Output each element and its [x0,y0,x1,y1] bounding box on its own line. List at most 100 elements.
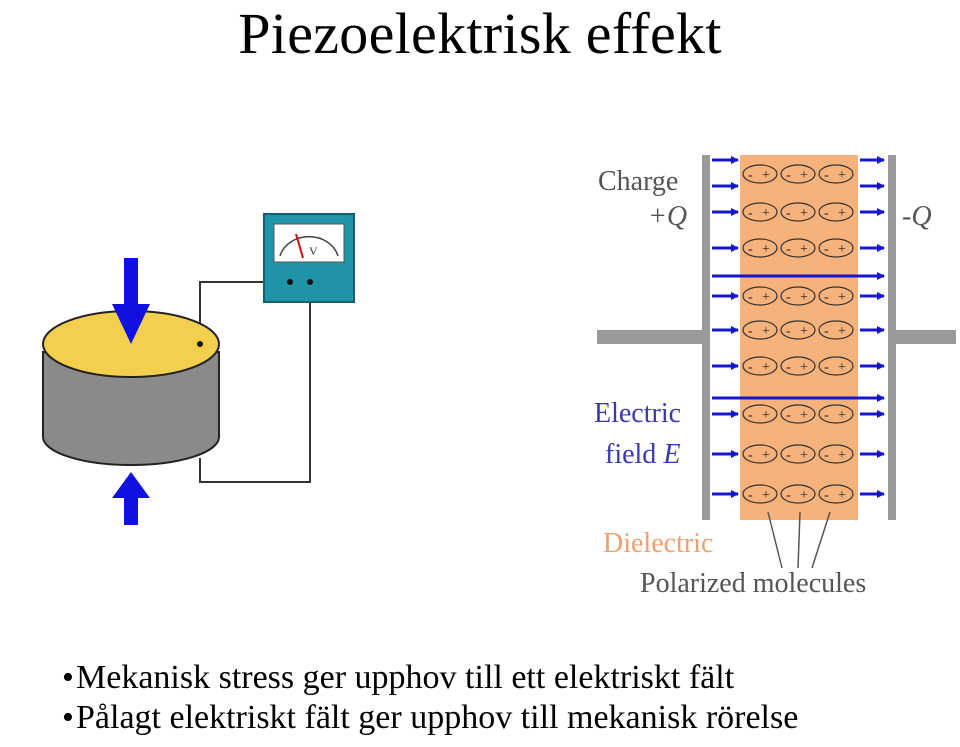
molecule: -+ [780,356,816,376]
polarized-molecules-label: Polarized molecules [640,568,866,599]
molecule-minus: - [748,360,753,375]
bullet-list: •Mekanisk stress ger upphov till ett ele… [62,658,952,738]
disk-side [42,351,220,466]
terminal-left [287,279,293,285]
molecule-outline [780,164,816,184]
molecule-plus: + [762,206,770,221]
wire-bottom [199,282,311,483]
voltmeter-face [273,223,345,263]
electric-field-label-2: field E [605,439,680,470]
pointer-line-2 [797,511,801,569]
molecule-outline [780,320,816,340]
molecule-plus: + [762,448,770,463]
molecule: -+ [742,320,778,340]
molecule-plus: + [762,290,770,305]
charge-label: Charge [598,166,678,197]
molecule-plus: + [800,206,808,221]
molecule-outline [742,238,778,258]
molecule-outline [818,404,854,424]
molecule-outline [818,164,854,184]
piezo-diagram: V [42,213,355,525]
molecule-minus: - [786,324,791,339]
molecule-outline [780,286,816,306]
molecule-plus: + [762,408,770,423]
molecule-minus: - [824,360,829,375]
molecule: -+ [818,356,854,376]
molecule-plus: + [800,488,808,503]
molecule: -+ [742,286,778,306]
molecule-minus: - [824,408,829,423]
molecule-outline [818,202,854,222]
molecule-outline [780,356,816,376]
pointer-line-3 [811,511,831,569]
molecule-outline [818,484,854,504]
molecule-minus: - [824,324,829,339]
voltmeter-label: V [309,244,318,258]
molecule: -+ [742,202,778,222]
molecule: -+ [780,202,816,222]
bullet-dot: • [62,659,74,696]
molecule-plus: + [800,448,808,463]
molecule-plus: + [838,242,846,257]
molecule-minus: - [786,242,791,257]
molecule-plus: + [762,168,770,183]
molecule-minus: - [786,448,791,463]
field-lines [712,156,885,498]
molecule: -+ [818,444,854,464]
press-arrow-down-icon [112,258,150,344]
molecule-minus: - [748,448,753,463]
molecule-minus: - [786,360,791,375]
molecule-minus: - [786,488,791,503]
molecule-minus: - [748,206,753,221]
plate-left [702,155,710,520]
wire-contact-dot [197,341,203,347]
bullet-text-1: Mekanisk stress ger upphov till ett elek… [76,659,735,696]
pointer-line-1 [767,511,783,569]
bullet-item-1: •Mekanisk stress ger upphov till ett ele… [62,658,952,698]
dielectric-slab [740,155,858,520]
molecule-minus: - [786,168,791,183]
molecule: -+ [742,404,778,424]
molecule-plus: + [800,168,808,183]
molecule: -+ [742,444,778,464]
molecule-outline [742,202,778,222]
field-symbol: E [662,439,680,470]
molecule: -+ [780,320,816,340]
bullet-item-2: •Pålagt elektriskt fält ger upphov till … [62,698,952,738]
molecule: -+ [818,286,854,306]
molecule-minus: - [748,324,753,339]
molecule-minus: - [748,168,753,183]
molecule-plus: + [800,408,808,423]
molecule-outline [742,444,778,464]
molecule-plus: + [762,360,770,375]
molecule-outline [818,286,854,306]
molecule-plus: + [838,488,846,503]
molecule-outline [780,238,816,258]
molecule-minus: - [748,242,753,257]
molecule-plus: + [800,324,808,339]
molecule: -+ [780,164,816,184]
molecule: -+ [818,202,854,222]
molecule-plus: + [762,242,770,257]
molecule: -+ [780,286,816,306]
molecule-minus: - [748,488,753,503]
slide-title: Piezoelektrisk effekt [238,1,722,66]
molecule: -+ [818,484,854,504]
lead-left [597,330,702,344]
voltmeter-needle [295,233,304,259]
terminal-right [307,279,313,285]
molecule-minus: - [824,168,829,183]
molecule-minus: - [748,408,753,423]
voltmeter-scale [279,235,339,257]
molecule: -+ [818,164,854,184]
molecule: -+ [780,238,816,258]
molecule-plus: + [838,206,846,221]
molecule-plus: + [838,290,846,305]
molecule-outline [742,164,778,184]
molecule-outline [742,404,778,424]
molecule-plus: + [800,242,808,257]
capacitor-diagram: -+-+-+-+-+-+-+-+-+-+-+-+-+-+-+-+-+-+-+-+… [594,155,956,599]
molecule-minus: - [786,408,791,423]
molecule-minus: - [824,206,829,221]
minus-q-label: -Q [902,201,932,232]
